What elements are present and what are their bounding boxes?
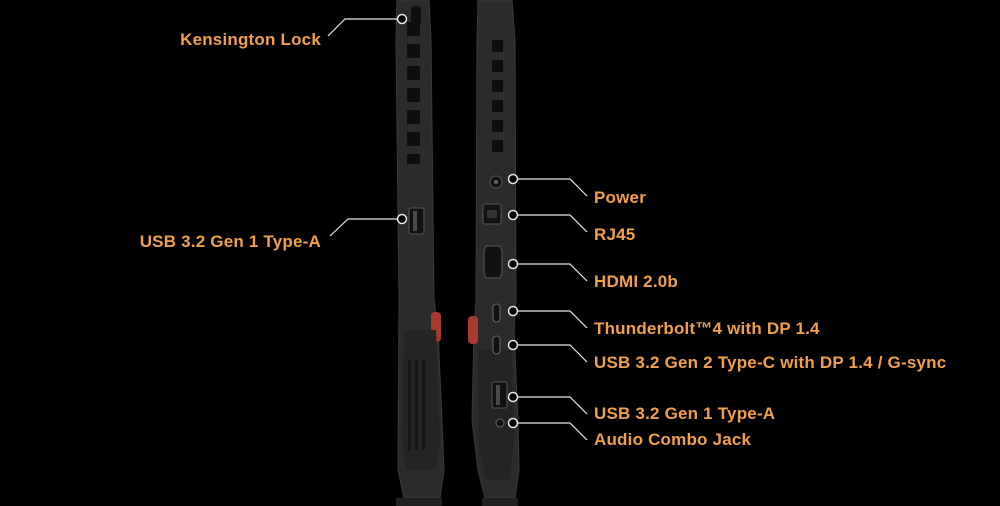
leader-kensington — [327, 18, 402, 37]
leader-thunderbolt-dot — [507, 305, 519, 317]
label-usb-c: USB 3.2 Gen 2 Type-C with DP 1.4 / G-syn… — [594, 353, 947, 372]
label-rj45: RJ45 — [594, 225, 636, 244]
leader-kensington-dot — [396, 13, 408, 25]
leader-rj45-dot — [507, 209, 519, 221]
right-hinge-accent — [468, 316, 478, 344]
label-kensington-lock: Kensington Lock — [180, 30, 321, 49]
leader-usb-a-right-dot — [507, 391, 519, 403]
audio-jack — [495, 418, 505, 428]
label-thunderbolt: Thunderbolt™4 with DP 1.4 — [594, 319, 820, 338]
leader-audio — [513, 422, 588, 441]
right-vents — [492, 40, 503, 152]
leader-thunderbolt — [513, 310, 588, 329]
label-audio-combo-jack: Audio Combo Jack — [594, 430, 752, 449]
label-usb-a-left: USB 3.2 Gen 1 Type-A — [139, 232, 321, 251]
leader-power — [513, 178, 588, 197]
usb-c-port — [492, 335, 501, 355]
leader-rj45 — [513, 214, 588, 233]
right-side-chassis — [468, 0, 520, 506]
leader-usb-a-right — [513, 396, 588, 415]
leader-usb-c-dot — [507, 339, 519, 351]
left-vents — [407, 22, 420, 164]
leader-lines — [327, 13, 588, 441]
label-usb-a-right: USB 3.2 Gen 1 Type-A — [594, 404, 776, 423]
hdmi-port — [483, 245, 503, 279]
leader-usb-a-left — [329, 218, 402, 237]
thunderbolt-port — [492, 303, 501, 323]
leader-usb-a-left-dot — [396, 213, 408, 225]
leader-power-dot — [507, 173, 519, 185]
leader-hdmi-dot — [507, 258, 519, 270]
label-power: Power — [594, 188, 647, 207]
kensington-slot — [411, 6, 421, 24]
leader-hdmi — [513, 263, 588, 282]
leader-audio-dot — [507, 417, 519, 429]
left-side-chassis — [395, 0, 445, 506]
label-hdmi: HDMI 2.0b — [594, 272, 678, 291]
leader-usb-c — [513, 344, 588, 363]
